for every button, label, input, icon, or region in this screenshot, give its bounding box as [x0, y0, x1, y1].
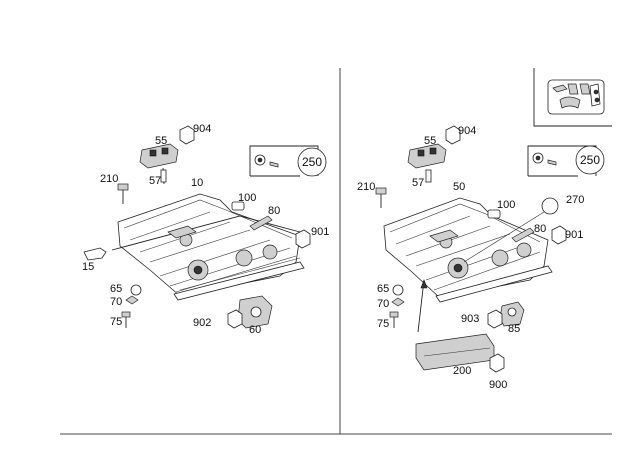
callout-210: 210	[357, 181, 375, 193]
bolt-210	[117, 183, 129, 204]
callout-55: 55	[155, 135, 167, 147]
callout-75: 75	[110, 316, 122, 328]
bolt-210	[375, 187, 387, 208]
callout-85: 85	[508, 323, 520, 335]
callout-270: 270	[566, 194, 584, 206]
callout-250: 250	[302, 155, 322, 169]
callout-904: 904	[458, 125, 476, 137]
callout-57: 57	[149, 175, 161, 187]
callout-210: 210	[100, 173, 118, 185]
callout-100: 100	[238, 192, 256, 204]
left-labels: 904 55 210 57 10 100 80 901 15 65 70 75 …	[82, 123, 329, 336]
right-labels: 55 904 210 57 50 100 270 80 901 65 70 75…	[357, 125, 600, 391]
switch-module-55	[407, 143, 447, 183]
right-assembly	[375, 125, 605, 373]
callout-80: 80	[534, 223, 546, 235]
callout-65: 65	[110, 283, 122, 295]
callout-10: 10	[191, 177, 203, 189]
bolt-kit-icon	[527, 145, 605, 177]
callout-15: 15	[82, 261, 94, 273]
callout-70: 70	[377, 298, 389, 310]
left-assembly	[83, 125, 327, 329]
callout-75: 75	[377, 318, 389, 330]
callout-901: 901	[311, 226, 329, 238]
callout-57: 57	[412, 177, 424, 189]
callout-200: 200	[453, 365, 471, 377]
callout-901: 901	[565, 229, 583, 241]
bolt-kit-icon	[249, 145, 327, 177]
callout-80: 80	[268, 205, 280, 217]
callout-60: 60	[249, 324, 261, 336]
callout-65: 65	[377, 283, 389, 295]
callout-70: 70	[110, 296, 122, 308]
callout-250: 250	[580, 153, 600, 167]
callout-55: 55	[424, 135, 436, 147]
seat-switch-inset	[533, 68, 612, 127]
callout-903: 903	[461, 313, 479, 325]
callout-902: 902	[193, 317, 211, 329]
puzzle-connector-icon	[179, 125, 195, 145]
puzzle-connector-icon	[445, 125, 461, 145]
callout-900: 900	[489, 379, 507, 391]
callout-100: 100	[497, 199, 515, 211]
switch-module-55	[139, 143, 179, 185]
callout-50: 50	[453, 181, 465, 193]
callout-904: 904	[193, 123, 211, 135]
